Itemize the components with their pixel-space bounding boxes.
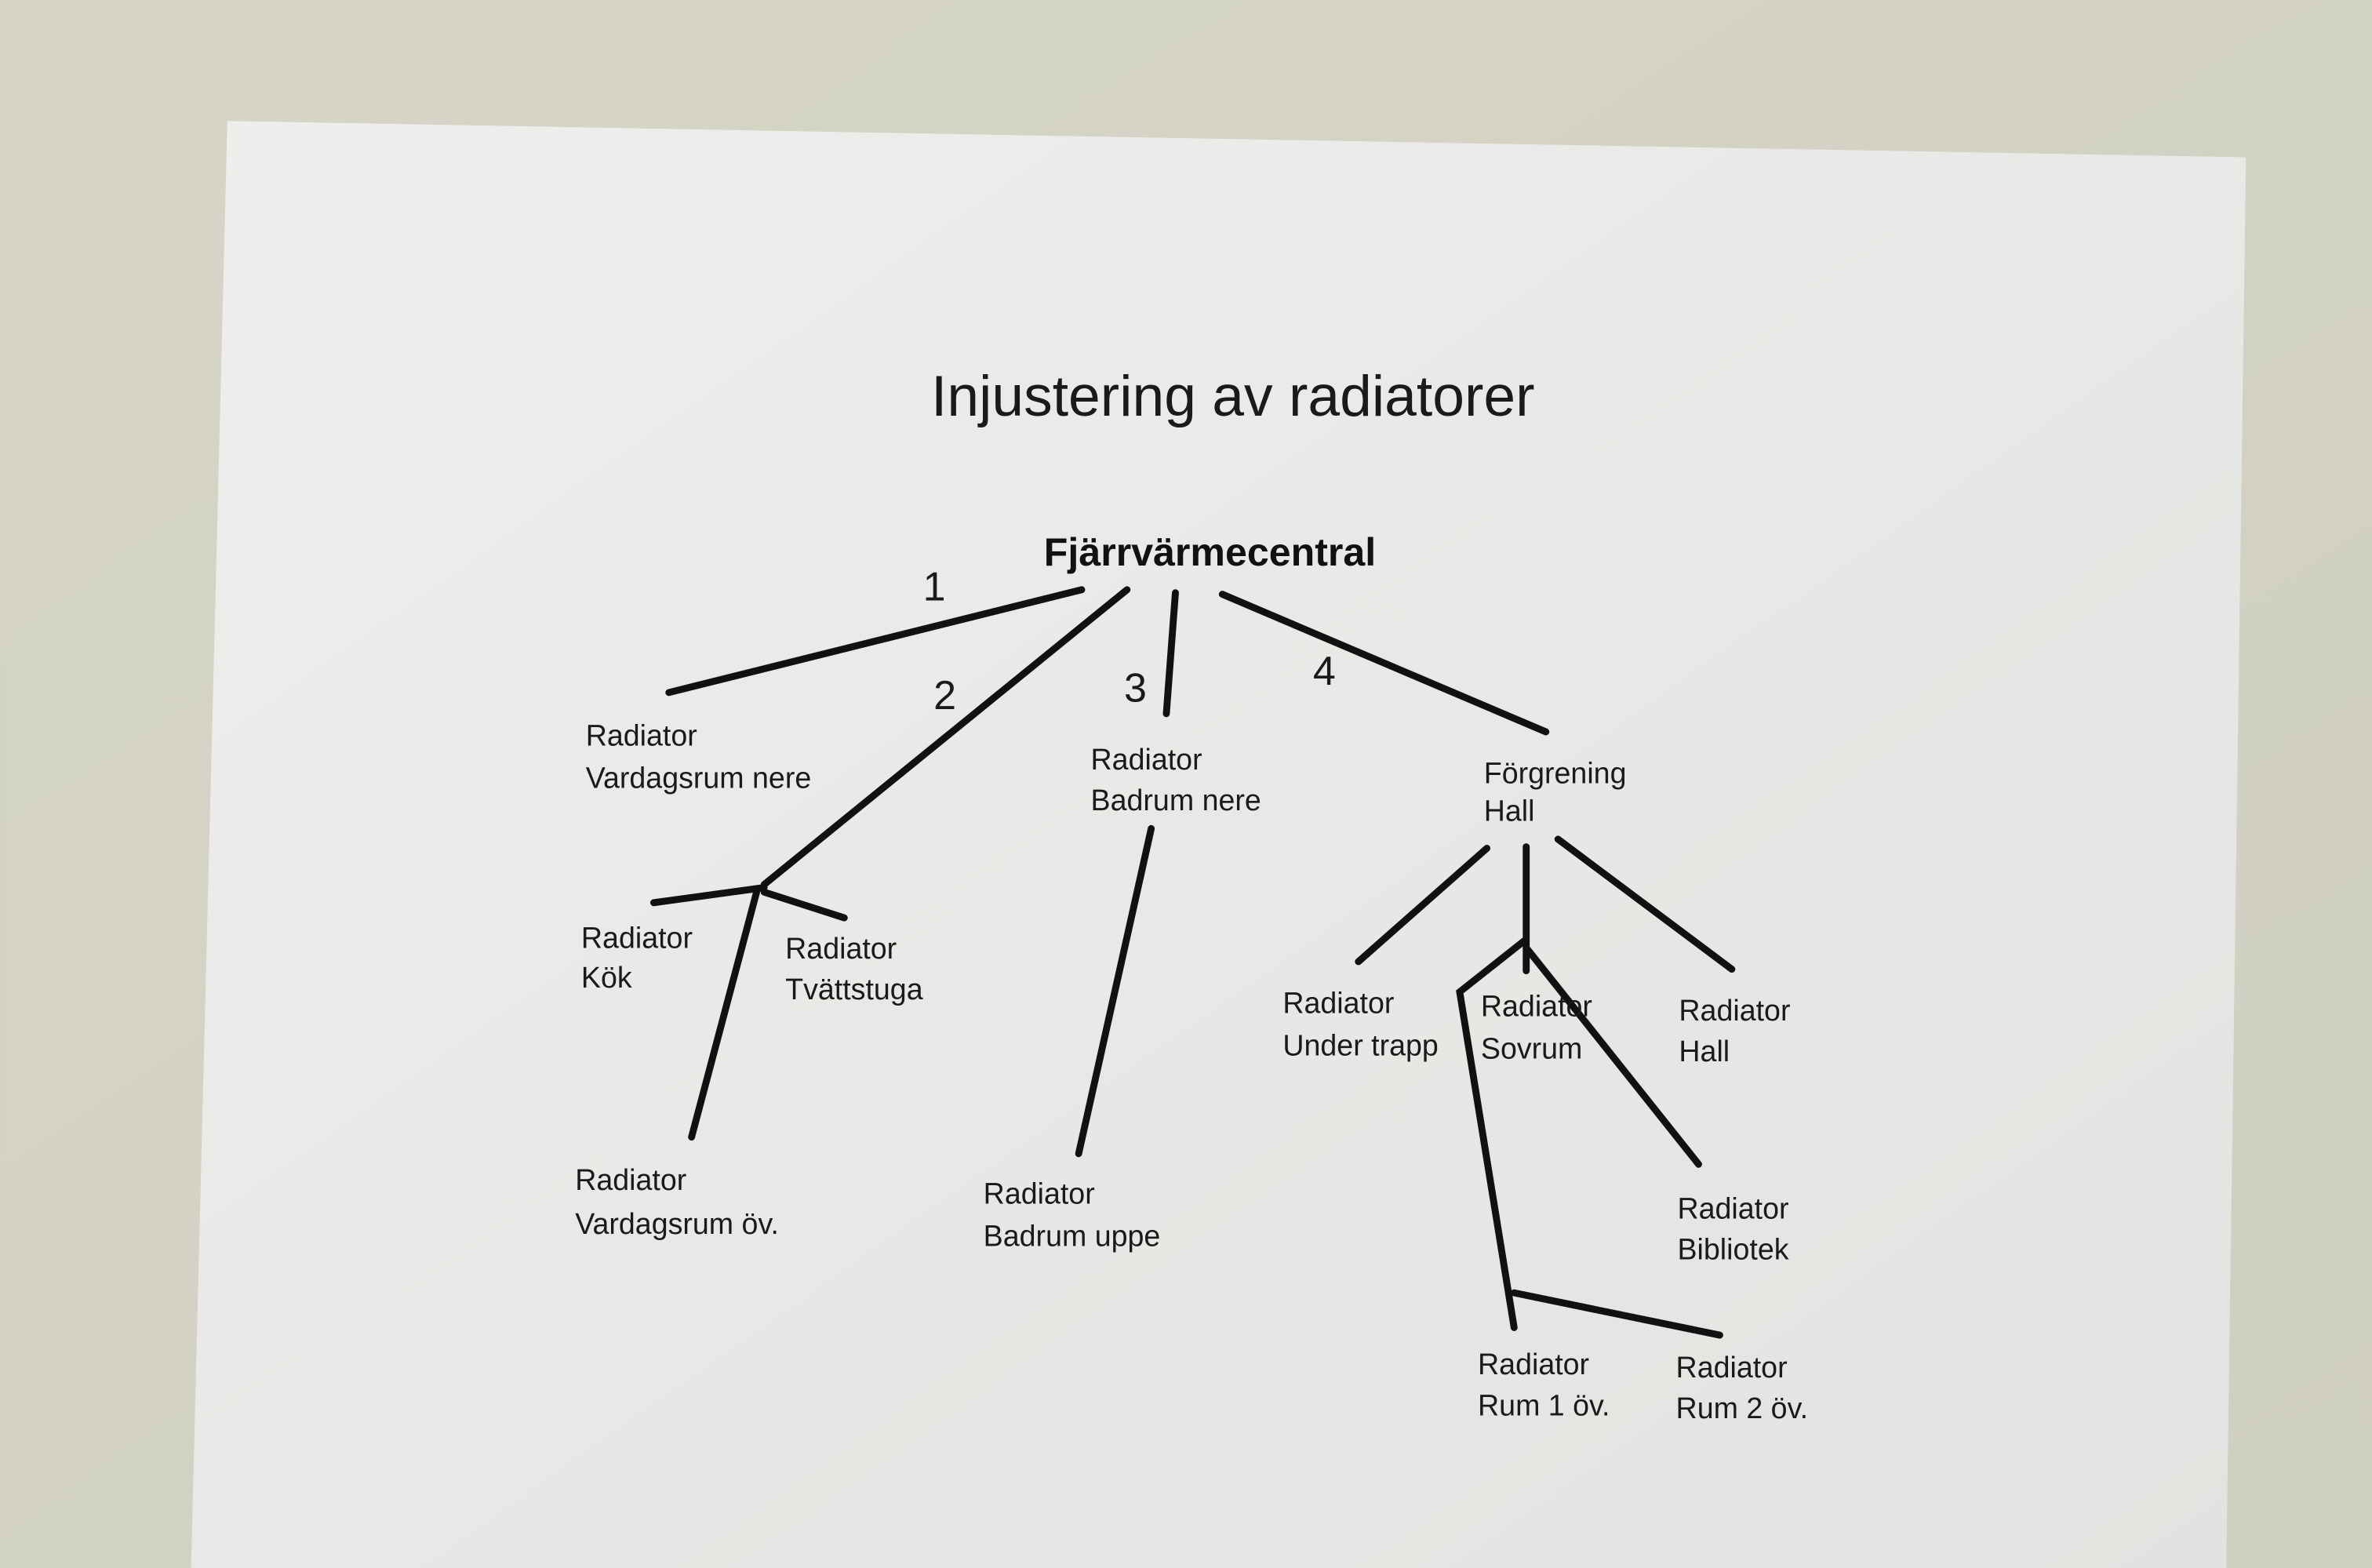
edge-vardagsrum-ov (688, 888, 760, 1141)
edge-badrum-uppe (1075, 824, 1155, 1158)
edge-kok (650, 884, 768, 907)
root-node-label: Fjärrvärmecentral (1044, 530, 1376, 574)
edge-branch-2 (760, 586, 1131, 889)
branch-number-1: 1 (923, 564, 946, 609)
edge-tvattstuga (760, 888, 848, 922)
edge-under-trapp (1355, 844, 1491, 966)
branch-number-4: 4 (1313, 649, 1336, 694)
edge-branch-3 (1162, 589, 1179, 718)
pipe-edges (650, 586, 1736, 1339)
branch-number-2: 2 (933, 673, 956, 719)
edge-rum2 (1510, 1289, 1723, 1339)
paper-sheet (191, 121, 2246, 1568)
edge-branch-1 (665, 586, 1086, 697)
branch-number-3: 3 (1124, 665, 1147, 711)
edge-rum1 (1456, 937, 1529, 1331)
diagram-title: Injustering av radiatorer (931, 364, 1535, 428)
edge-branch-4 (1218, 591, 1550, 736)
edge-bibliotek (1524, 946, 1702, 1168)
edge-hall (1554, 835, 1736, 973)
